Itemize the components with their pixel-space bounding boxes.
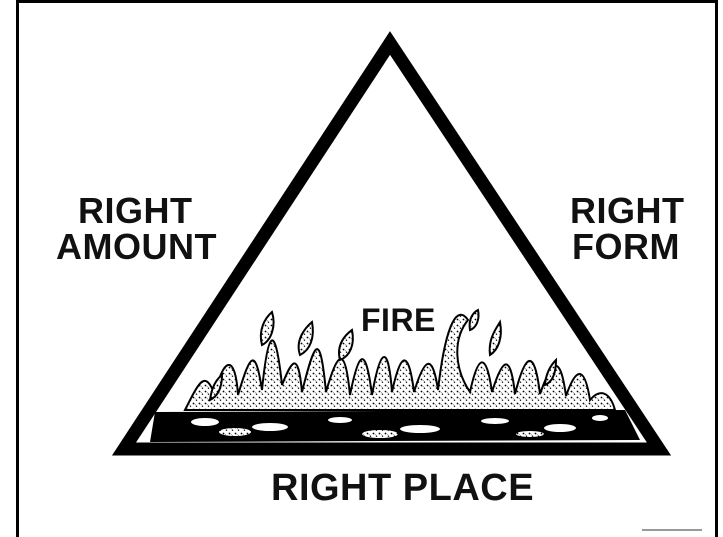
ember-bed — [150, 410, 640, 442]
right-amount-label: RIGHT AMOUNT — [56, 193, 217, 265]
scan-mark — [642, 529, 702, 531]
right-place-label: RIGHT PLACE — [271, 470, 534, 506]
right-form-label: RIGHT FORM — [570, 193, 685, 265]
fire-label: FIRE — [361, 302, 436, 338]
